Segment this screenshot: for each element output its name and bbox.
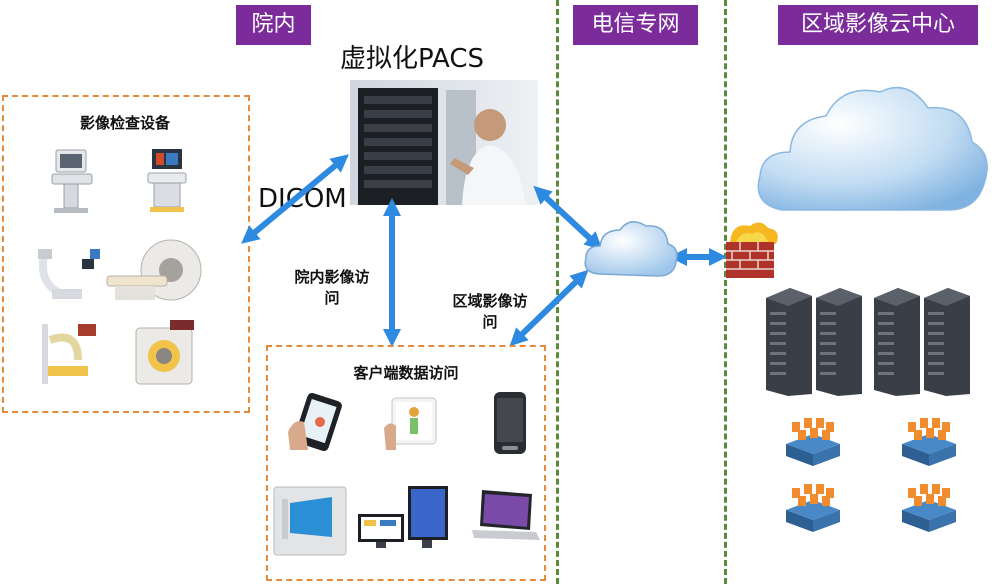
zone-tag-regional-cloud: 区域影像云中心 (778, 5, 978, 45)
ct-scanner-icon (106, 239, 202, 301)
zone-tag-telecom: 电信专网 (573, 5, 698, 45)
imaging-equipment-box (2, 95, 250, 413)
desktop-monitor-icon (273, 486, 347, 556)
pacs-server-photo (350, 80, 538, 205)
laptop-icon (472, 490, 540, 540)
dr-xray-icon (42, 324, 96, 384)
zone-tag-hospital: 院内 (236, 5, 311, 45)
mri-scanner-icon (135, 320, 194, 385)
vm-block-3-icon (786, 484, 840, 532)
server-rack-group-1-icon (766, 288, 862, 396)
vm-block-1-icon (786, 418, 840, 466)
imaging-equipment-title: 影像检查设备 (79, 114, 170, 132)
mobile-phone-icon (494, 392, 526, 454)
client-access-title: 客户端数据访问 (353, 364, 459, 382)
divider-telecom-cloud (724, 0, 727, 584)
pacs-title: 虚拟化PACS (340, 44, 485, 74)
firewall-icon (726, 222, 778, 278)
tablet-hand-icon (384, 397, 437, 450)
vm-block-4-icon (902, 484, 956, 532)
c-arm-xray-icon (38, 249, 100, 299)
workstation-monitors-icon (358, 486, 448, 548)
telecom-cloud-icon (584, 221, 678, 277)
smartphone-hand-icon (288, 393, 342, 451)
arrow-pacs-telecom (533, 185, 603, 251)
regional-cloud-icon (757, 86, 988, 211)
ultrasound-cart-icon (147, 149, 187, 212)
ultrasound-device-icon (51, 149, 93, 213)
arrow-dicom (241, 154, 349, 244)
client-access-box (266, 345, 546, 581)
arrow-regional-access (509, 269, 589, 347)
inhospital-access-label: 院内影像访 问 (294, 268, 370, 307)
vm-block-2-icon (902, 418, 956, 466)
regional-access-label: 区域影像访 问 (452, 292, 528, 331)
server-rack-group-2-icon (874, 288, 970, 396)
